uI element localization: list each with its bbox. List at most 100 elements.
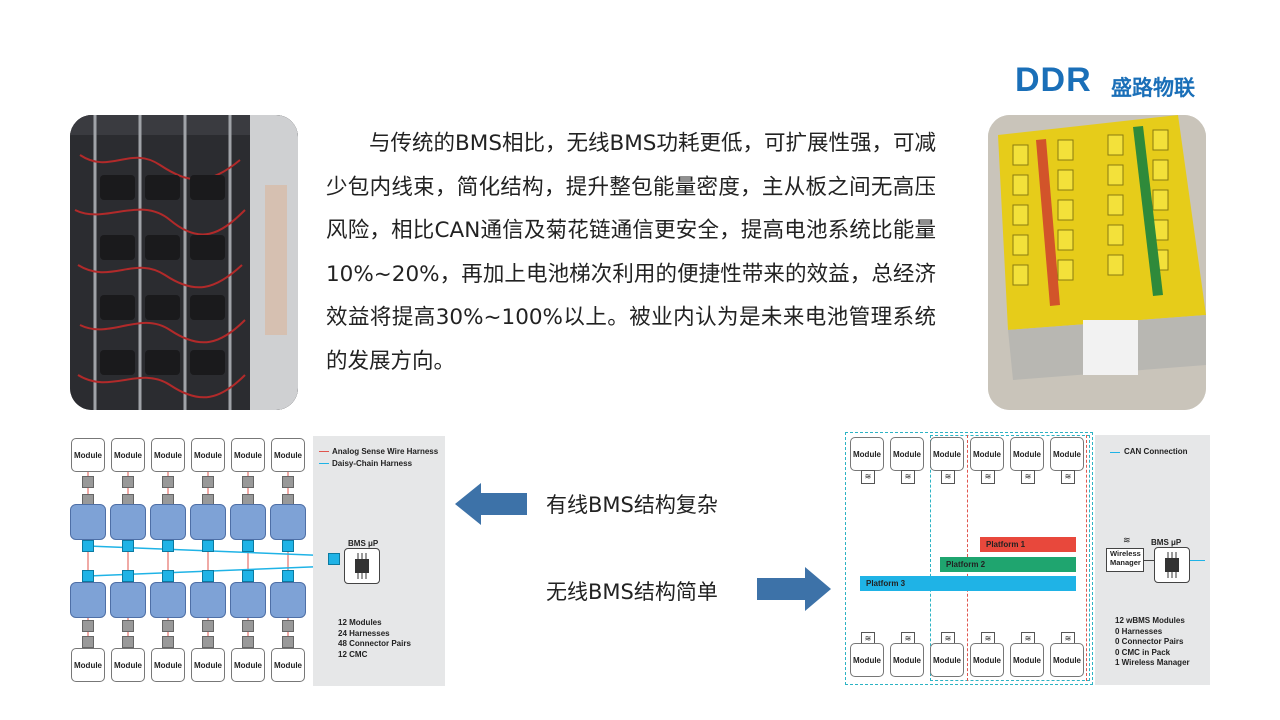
cmc-board: [150, 582, 186, 618]
brand-logo: DDR 盛路物联: [1015, 58, 1215, 103]
connector: [242, 476, 254, 488]
connector: [82, 476, 94, 488]
daisy-chain-node: [282, 540, 294, 552]
wireless-bms-diagram: Module Module Module Module Module Modul…: [845, 432, 1210, 687]
legend-swatch-can: [1110, 452, 1120, 453]
connector: [282, 620, 294, 632]
module: Module: [151, 648, 185, 682]
battery-pack-photo: [988, 115, 1206, 410]
connector: [242, 620, 254, 632]
wifi-icon: ≋: [981, 470, 995, 484]
module: Module: [850, 437, 884, 471]
daisy-chain-node: [122, 570, 134, 582]
cmc-board: [190, 504, 226, 540]
cmc-board: [110, 504, 146, 540]
wired-bms-diagram: Module Module Module Module Module Modul…: [70, 436, 445, 686]
bms-chip-icon: [344, 548, 380, 584]
wifi-icon: ≋: [901, 470, 915, 484]
module: Module: [71, 648, 105, 682]
daisy-chain-node: [82, 570, 94, 582]
stat-connectors: 48 Connector Pairs: [338, 639, 411, 648]
module: Module: [1010, 643, 1044, 677]
module: Module: [191, 648, 225, 682]
daisy-chain-node: [328, 553, 340, 565]
platform-3: Platform 3: [860, 576, 1076, 591]
module: Module: [970, 437, 1004, 471]
stat-wireless-manager: 1 Wireless Manager: [1115, 658, 1190, 667]
daisy-chain-node: [282, 570, 294, 582]
stat-wbms-modules: 12 wBMS Modules: [1115, 616, 1185, 625]
cmc-board: [270, 504, 306, 540]
module: Module: [930, 437, 964, 471]
cmc-board: [110, 582, 146, 618]
cmc-board: [190, 582, 226, 618]
battery-rack-photo: [70, 115, 298, 410]
connector: [122, 636, 134, 648]
module: Module: [930, 643, 964, 677]
daisy-chain-node: [202, 540, 214, 552]
module: Module: [271, 648, 305, 682]
module: Module: [970, 643, 1004, 677]
platform-1: Platform 1: [980, 537, 1076, 552]
wifi-icon: ≋: [1021, 470, 1035, 484]
stat-harnesses: 0 Harnesses: [1115, 626, 1163, 636]
module: Module: [231, 438, 265, 472]
wireless-manager-box: [1106, 548, 1144, 572]
wifi-icon: ≋: [941, 470, 955, 484]
module: Module: [231, 648, 265, 682]
wireless-icon: ≋: [1123, 536, 1131, 546]
wifi-icon: ≋: [861, 470, 875, 484]
legend-swatch-daisy: [319, 463, 329, 464]
legend-can: CAN Connection: [1124, 447, 1188, 456]
module: Module: [1010, 437, 1044, 471]
daisy-chain-node: [162, 570, 174, 582]
connector: [282, 476, 294, 488]
module: Module: [111, 648, 145, 682]
wifi-icon: ≋: [1061, 470, 1075, 484]
stat-cmc: 0 CMC in Pack: [1115, 647, 1171, 657]
module: Module: [850, 643, 884, 677]
platform-2: Platform 2: [940, 557, 1076, 572]
right-arrow-icon: [757, 567, 831, 611]
stat-modules: 12 Modules: [338, 618, 382, 627]
bms-chip-label: BMS μP: [1151, 538, 1182, 547]
module: Module: [1050, 643, 1084, 677]
connector: [202, 620, 214, 632]
cmc-board: [70, 504, 106, 540]
logo-chinese: 盛路物联: [1111, 76, 1195, 100]
connector: [242, 636, 254, 648]
connector: [122, 620, 134, 632]
module: Module: [890, 643, 924, 677]
stat-cmc: 12 CMC: [338, 649, 368, 659]
stat-connectors: 0 Connector Pairs: [1115, 637, 1184, 646]
connector: [82, 620, 94, 632]
daisy-chain-node: [242, 540, 254, 552]
legend-analog: Analog Sense Wire Harness: [332, 447, 439, 456]
module: Module: [1050, 437, 1084, 471]
connector: [282, 636, 294, 648]
legend-daisy: Daisy-Chain Harness: [332, 459, 413, 468]
cmc-board: [230, 504, 266, 540]
connector: [202, 476, 214, 488]
connector: [162, 636, 174, 648]
daisy-chain-node: [122, 540, 134, 552]
description-paragraph: 与传统的BMS相比，无线BMS功耗更低，可扩展性强，可减少包内线束，简化结构，提…: [326, 131, 936, 374]
module: Module: [111, 438, 145, 472]
left-arrow-icon: [455, 483, 527, 525]
module: Module: [191, 438, 225, 472]
connector: [162, 620, 174, 632]
stat-harnesses: 24 Harnesses: [338, 628, 390, 638]
module: Module: [890, 437, 924, 471]
module: Module: [151, 438, 185, 472]
daisy-chain-node: [82, 540, 94, 552]
bms-chip-label: BMS μP: [348, 539, 379, 548]
module: Module: [71, 438, 105, 472]
connector: [202, 636, 214, 648]
connector: [82, 636, 94, 648]
daisy-chain-node: [202, 570, 214, 582]
bms-chip-icon: [1154, 547, 1190, 583]
connector: [122, 476, 134, 488]
wireless-label: 无线BMS结构简单: [546, 580, 718, 604]
cmc-board: [150, 504, 186, 540]
connector: [162, 476, 174, 488]
